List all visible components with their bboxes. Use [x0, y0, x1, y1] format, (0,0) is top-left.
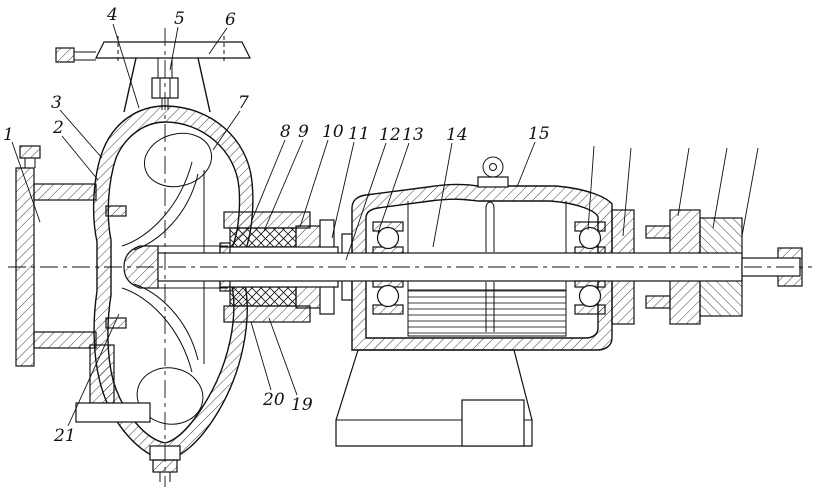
callout-21: 21 — [53, 313, 120, 446]
callouts: 1 2 3 4 5 6 7 8 — [3, 5, 550, 446]
callout-label-1: 1 — [3, 125, 14, 145]
callout-label-3: 3 — [51, 93, 62, 113]
callout-1: 1 — [3, 125, 41, 223]
callout-label-7: 7 — [238, 93, 249, 113]
wear-ring-lower — [105, 317, 127, 329]
callout-13: 13 — [377, 125, 424, 234]
packing-lower — [229, 286, 297, 307]
callout-label-11: 11 — [348, 124, 370, 144]
gland-lower — [295, 284, 323, 309]
ball-bearing — [376, 226, 400, 250]
support-foot — [335, 349, 533, 447]
callout-5: 5 — [169, 9, 185, 71]
stuffing-box — [223, 211, 335, 323]
callout-label-20: 20 — [262, 390, 285, 410]
centerline — [8, 28, 812, 487]
oil-filler-boss — [477, 176, 509, 188]
callout-label-14: 14 — [446, 125, 468, 145]
callout-19: 19 — [268, 317, 313, 415]
coupling-bolt-upper — [645, 225, 671, 239]
leader-lines-right — [587, 145, 759, 237]
volute-channel-upper — [143, 132, 213, 188]
callout-8: 8 — [251, 122, 291, 221]
callout-9: 9 — [263, 122, 309, 232]
oil-reservoir — [407, 289, 567, 337]
callout-3: 3 — [51, 93, 103, 159]
callout-label-4: 4 — [106, 5, 118, 25]
suction-bolt — [19, 145, 41, 159]
callout-label-19: 19 — [291, 395, 313, 415]
ball-bearing — [578, 284, 602, 308]
callout-label-9: 9 — [298, 122, 309, 142]
ball-bearing — [376, 284, 400, 308]
callout-label-5: 5 — [174, 9, 185, 29]
oil-level-rod — [485, 201, 495, 332]
callout-label-13: 13 — [402, 125, 424, 145]
callout-label-21: 21 — [53, 426, 76, 446]
callout-label-6: 6 — [225, 10, 236, 30]
callout-20: 20 — [250, 321, 285, 410]
gland-upper — [295, 225, 323, 250]
flange-bolt — [55, 47, 75, 63]
wear-ring-upper — [105, 205, 127, 217]
ball-bearing — [578, 226, 602, 250]
lifting-ring — [482, 156, 504, 178]
callout-7: 7 — [212, 93, 249, 151]
callout-6: 6 — [208, 10, 236, 55]
coupling-bolt-lower — [645, 295, 671, 309]
callout-label-8: 8 — [280, 122, 291, 142]
casing-foot — [75, 344, 151, 423]
callout-4: 4 — [106, 5, 140, 109]
callout-10: 10 — [299, 122, 344, 228]
suction-flange — [15, 145, 97, 367]
callout-11: 11 — [331, 124, 370, 239]
callout-15: 15 — [516, 124, 550, 188]
callout-2: 2 — [52, 118, 99, 181]
packing-upper — [229, 227, 297, 248]
callout-label-12: 12 — [379, 125, 401, 145]
discharge-flange — [55, 36, 251, 113]
callout-label-15: 15 — [528, 124, 550, 144]
bearings — [372, 226, 606, 308]
callout-label-10: 10 — [322, 122, 344, 142]
callout-12: 12 — [345, 125, 401, 261]
callout-14: 14 — [432, 125, 468, 248]
callout-label-2: 2 — [52, 118, 64, 138]
